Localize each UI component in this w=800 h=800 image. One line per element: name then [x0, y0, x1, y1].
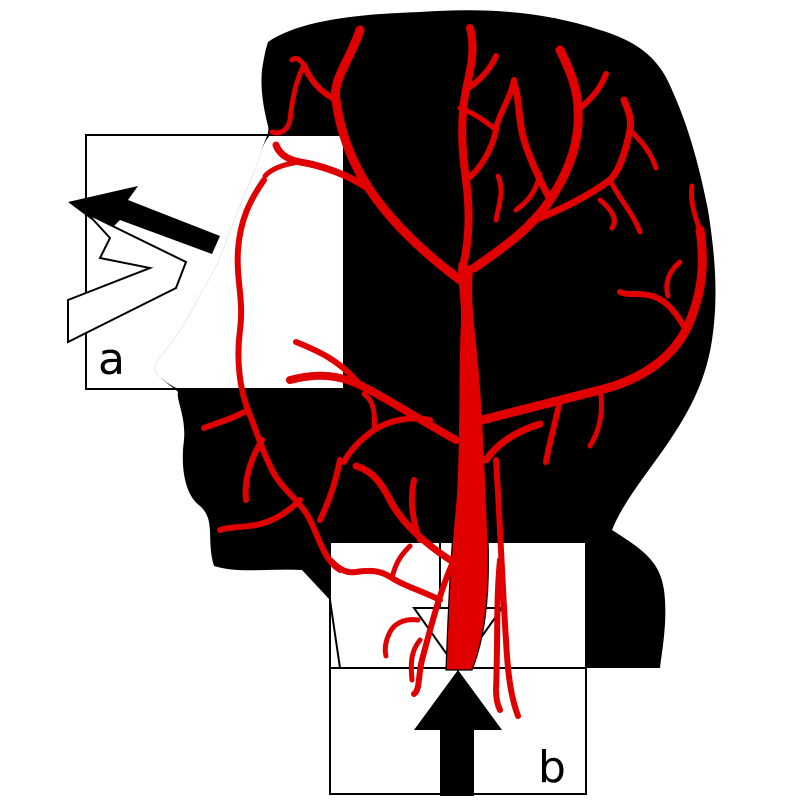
- vessel-branch: [469, 45, 583, 273]
- vessel-branch: [293, 339, 363, 388]
- vessel-branch: [482, 420, 544, 464]
- vessel-branch: [463, 53, 499, 93]
- arrow-up-left-icon: [68, 186, 220, 254]
- label-b: b: [538, 742, 566, 793]
- vessel-branch: [289, 55, 307, 68]
- arrow-a-group: [67, 186, 220, 344]
- vessel-branch: [493, 173, 504, 223]
- label-a: a: [98, 334, 125, 385]
- vessel-branch: [513, 171, 543, 213]
- vessel-branch: [458, 24, 477, 274]
- vessel-branch: [301, 62, 339, 103]
- vessel-branch: [201, 407, 251, 431]
- vessel-branch: [575, 71, 609, 113]
- vessel-branch: [361, 391, 377, 433]
- vessel-branch: [262, 159, 303, 179]
- vessel-branch: [607, 177, 643, 235]
- arrow-up-icon: [414, 670, 502, 730]
- vessel-branch: [389, 543, 413, 581]
- vessel-branch: [493, 557, 503, 713]
- vessel-branch: [510, 80, 554, 204]
- vessel-branch: [317, 457, 343, 523]
- vessel-branch: [543, 397, 563, 465]
- vessel-branch: [330, 25, 465, 285]
- vessel-branch: [411, 557, 457, 697]
- vessel-branches: [201, 24, 707, 719]
- vessel-branch: [617, 289, 689, 333]
- vessel-branch: [457, 105, 499, 133]
- vessel-branch: [242, 437, 265, 503]
- vessel-branch: [327, 557, 443, 603]
- chevron-right-icon: [67, 213, 188, 344]
- vessel-branch: [408, 637, 423, 683]
- vessel-branch: [477, 225, 707, 425]
- vessel-branch: [409, 477, 423, 543]
- vessel-branch: [217, 497, 303, 533]
- vessel-branch: [664, 259, 683, 299]
- vessel-branch: [234, 177, 343, 573]
- vessel-branch: [526, 96, 634, 226]
- vessel-branch: [627, 127, 659, 171]
- vessel-branch: [597, 197, 617, 231]
- neck-edge: [329, 599, 586, 669]
- vessel-branch: [587, 387, 605, 449]
- vessel-branch: [269, 62, 307, 136]
- vessel-branch: [689, 183, 703, 233]
- inset-box-a-outline: [85, 134, 345, 390]
- vessel-branch: [382, 617, 421, 659]
- vessel-branch: [493, 457, 521, 719]
- vessel-branch: [352, 462, 454, 564]
- face-profile-area: [154, 135, 344, 389]
- arrow-b-up-shaft: [440, 720, 474, 796]
